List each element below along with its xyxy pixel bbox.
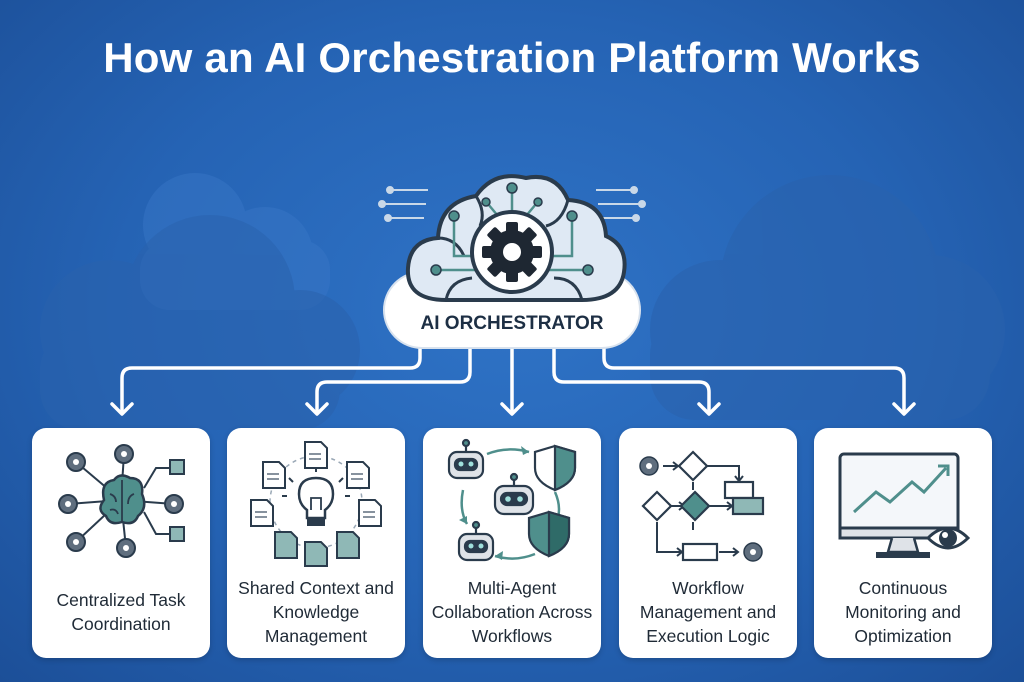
card-workflow-management: Workflow Management and Execution Logic [619,428,797,658]
connector-2 [315,343,472,414]
page-title: How an AI Orchestration Platform Works [103,34,921,81]
monitor-eye-icon [838,452,971,558]
card-label: Continuous Monitoring and Optimization [845,578,961,646]
robots-shields-icon [447,438,577,562]
connector-1 [120,333,422,414]
connector-5 [602,333,906,414]
gear-cloud-circuit-icon [378,174,646,349]
card-multi-agent-collaboration: Multi-Agent Collaboration Across Workflo… [423,428,601,658]
card-label: Workflow Management and Execution Logic [639,578,777,646]
card-centralized-task-coordination: Centralized Task Coordination [32,428,210,658]
hub-label: AI ORCHESTRATOR [420,313,604,334]
documents-lightbulb-icon [250,441,382,567]
brain-network-icon [58,444,185,558]
flowchart-icon [639,450,765,562]
card-label: Shared Context and Knowledge Management [238,578,394,646]
card-label: Multi-Agent Collaboration Across Workflo… [431,578,593,646]
connector-4 [552,343,711,414]
card-label: Centralized Task Coordination [56,590,186,634]
card-shared-context: Shared Context and Knowledge Management [227,428,405,658]
card-continuous-monitoring: Continuous Monitoring and Optimization [814,428,992,658]
